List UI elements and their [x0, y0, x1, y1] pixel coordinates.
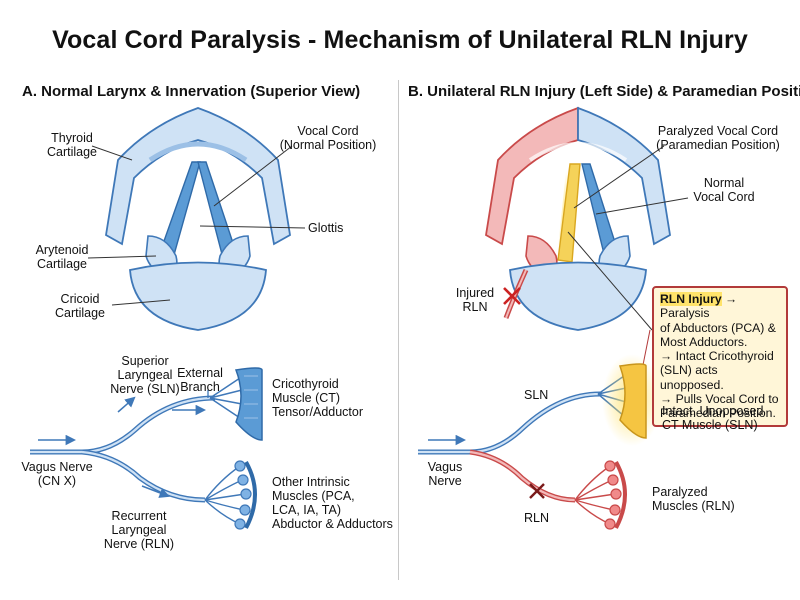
rln-label-b: RLN — [524, 511, 550, 525]
injured-larynx — [485, 106, 689, 381]
panel-divider — [398, 80, 399, 580]
intact-ct-muscle — [618, 363, 647, 439]
paralyzed-muscles — [614, 461, 627, 529]
paralyzed-cord-label: Paralyzed Vocal Cord(Paramedian Position… — [656, 124, 780, 152]
paralyzed-vocal-cord — [557, 163, 581, 263]
vocal-cord-label: Vocal Cord(Normal Position) — [279, 124, 377, 152]
normal-larynx — [87, 107, 306, 331]
vagus-label-a: Vagus Nerve(CN X) — [21, 460, 93, 488]
page-title: Vocal Cord Paralysis - Mechanism of Unil… — [52, 26, 748, 54]
injured-innervation — [418, 354, 662, 530]
injury-x-icon — [503, 287, 521, 305]
nerve-arrow-icon — [117, 396, 136, 413]
glottis-label: Glottis — [308, 221, 344, 235]
panel-a-heading: A. Normal Larynx & Innervation (Superior… — [22, 83, 361, 100]
injury-x-icon — [529, 483, 545, 499]
thyroid-cartilage-a — [105, 107, 291, 246]
rln-injury-note: RLN Injury → Paralysis of Abductors (PCA… — [652, 286, 788, 427]
panel-b-heading: B. Unilateral RLN Injury (Left Side) & P… — [408, 83, 800, 100]
nerve-arrow-icon — [141, 485, 170, 498]
cricoid-cartilage-a — [129, 261, 267, 331]
sln-label-b: SLN — [524, 388, 549, 402]
note-highlight: RLN Injury — [660, 292, 722, 306]
intrinsic-muscles-a — [244, 461, 257, 529]
normal-innervation — [30, 367, 263, 530]
